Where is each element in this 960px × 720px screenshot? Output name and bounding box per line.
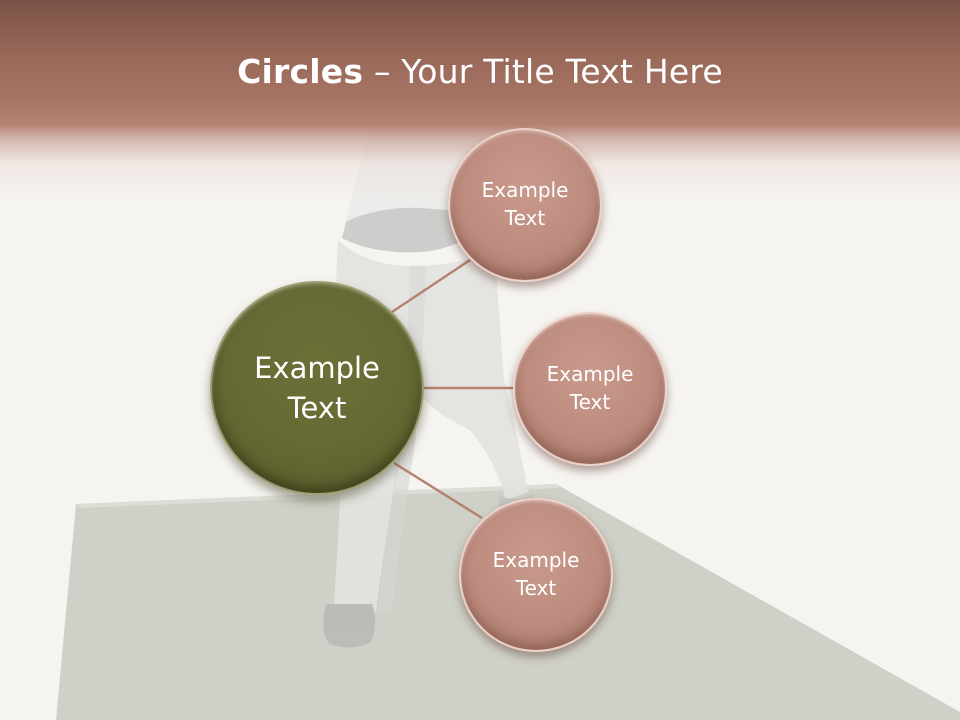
satellite-circle-middle[interactable]: Example Text (513, 312, 667, 466)
center-circle[interactable]: Example Text (210, 281, 424, 495)
title-strong: Circles (237, 52, 364, 91)
satellite-bottom-line1: Example (492, 548, 580, 573)
center-circle-line2: Text (287, 391, 347, 425)
satellite-top-line2: Text (504, 206, 546, 230)
satellite-top-line1: Example (481, 178, 569, 203)
title-rest: – Your Title Text Here (363, 52, 723, 91)
connector-top (391, 258, 471, 314)
slide-title: Circles – Your Title Text Here (0, 52, 960, 91)
center-circle-line1: Example (254, 350, 380, 385)
satellite-bottom-line2: Text (515, 576, 557, 600)
connector-bottom (393, 461, 483, 520)
satellite-circle-bottom[interactable]: Example Text (459, 498, 613, 652)
satellite-middle-line2: Text (569, 390, 611, 414)
satellite-circle-top[interactable]: Example Text (448, 128, 602, 282)
satellite-middle-line1: Example (546, 362, 634, 387)
